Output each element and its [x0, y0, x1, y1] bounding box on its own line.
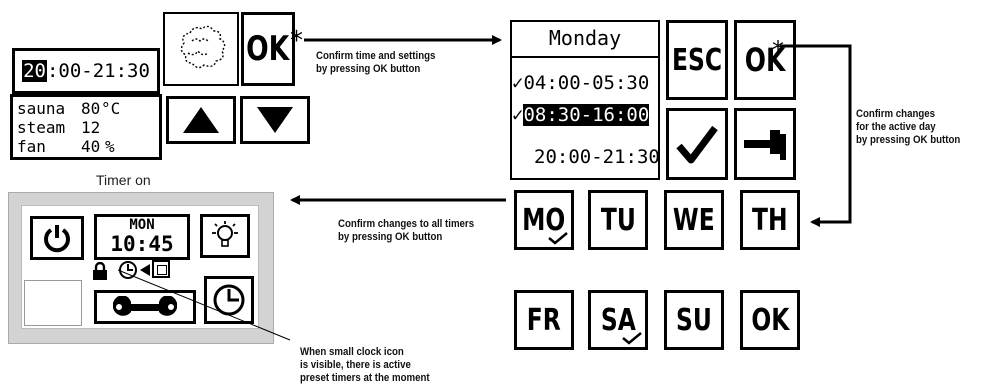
clock-leader-line [117, 269, 291, 341]
check-mark-1: ✓ [512, 72, 524, 94]
down-arrow-icon [257, 107, 293, 133]
clock-display[interactable]: MON 10:45 [94, 214, 190, 260]
ok-button-2[interactable]: OK [734, 20, 796, 100]
day-button-tu[interactable]: TU [588, 190, 648, 250]
clock-icon [119, 261, 137, 279]
activate-button[interactable] [666, 108, 728, 180]
smoke-icon [180, 25, 226, 69]
day-button-fr[interactable]: FR [514, 290, 574, 350]
up-button[interactable] [166, 96, 236, 144]
steam-button[interactable] [163, 12, 239, 86]
left-pointer-icon [140, 264, 150, 276]
device-day: MON [129, 217, 155, 233]
time-rest: :00-21:30 [46, 60, 150, 82]
hammer-icon [744, 130, 786, 160]
copy-button[interactable] [734, 108, 796, 180]
day-button-mo[interactable]: MO [514, 190, 574, 250]
timer-item-3[interactable]: 20:00-21:30 [534, 146, 660, 168]
time-range-display[interactable]: 20:00-21:30 [12, 48, 160, 94]
down-button[interactable] [240, 96, 310, 144]
timer-item-1[interactable]: ✓04:00-05:30 [512, 72, 650, 94]
day-select-panel: MO TU WE TH FR SA SU OK [514, 190, 800, 380]
power-icon [44, 225, 70, 253]
bulb-icon [212, 221, 238, 247]
note-confirm-day: Confirm changes for the active day by pr… [856, 108, 961, 146]
day-button-th[interactable]: TH [740, 190, 800, 250]
asterisk-2: * [772, 36, 784, 64]
day-button-sa[interactable]: SA [588, 290, 648, 350]
ok-button-3[interactable]: OK [740, 290, 800, 350]
time-highlight: 20 [22, 60, 47, 82]
day-title: Monday [548, 26, 622, 50]
timer-list: Monday ✓04:00-05:30 ✓08:30-16:00 20:00-2… [510, 20, 660, 180]
lock-icon [93, 262, 107, 280]
arrow-to-day-select [780, 44, 852, 227]
device-screen: MON 10:45 [21, 205, 259, 329]
settings-button[interactable] [94, 290, 196, 324]
ok-label: OK [246, 29, 290, 69]
timer-item-2[interactable]: ✓08:30-16:00 [512, 104, 650, 126]
device-time: 10:45 [110, 232, 174, 256]
timer-list-inner [510, 56, 660, 180]
asterisk-1: * [290, 26, 303, 56]
check-mark-2: ✓ [512, 104, 524, 126]
device-bezel: MON 10:45 [8, 192, 274, 344]
day-button-su[interactable]: SU [664, 290, 724, 350]
timer-edit-panel: Monday ✓04:00-05:30 ✓08:30-16:00 20:00-2… [508, 16, 798, 180]
wrench-icon [113, 296, 177, 316]
day-button-we[interactable]: WE [664, 190, 724, 250]
preset-indicator [152, 260, 170, 278]
sa-check-icon [622, 332, 642, 345]
timer-on-caption: Timer on [96, 172, 151, 188]
note-confirm-time: Confirm time and settings by pressing OK… [316, 50, 436, 75]
ok-button-1[interactable]: OK [241, 12, 295, 86]
power-button[interactable] [30, 216, 84, 260]
mo-check-icon [548, 232, 568, 245]
note-clock-icon: When small clock icon is visible, there … [300, 346, 430, 384]
esc-button[interactable]: ESC [666, 20, 728, 100]
light-button[interactable] [200, 214, 250, 258]
timer-clock-icon [213, 284, 245, 316]
note-confirm-all: Confirm changes to all timers by pressin… [338, 218, 475, 243]
check-icon [676, 125, 718, 164]
up-arrow-icon [183, 107, 219, 133]
timer-button[interactable] [204, 276, 254, 324]
blank-area [24, 280, 82, 326]
